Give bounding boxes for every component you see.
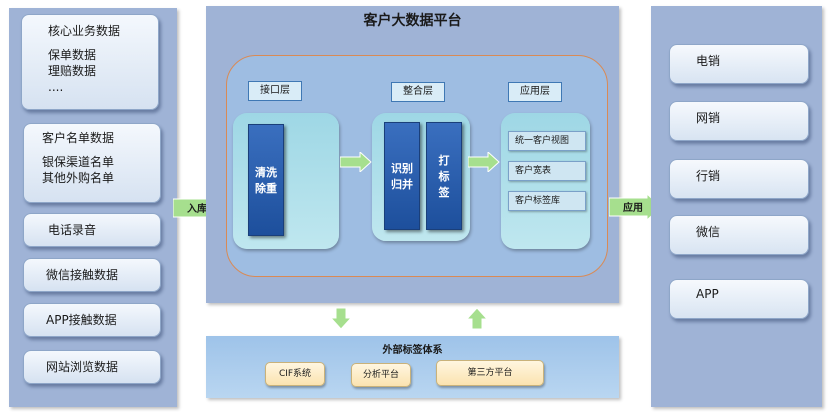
layer-interface-label: 接口层 (248, 81, 302, 101)
channel-online: 网销 (669, 101, 809, 141)
source-policy: 保单数据 (48, 48, 97, 62)
channel-field-label: 行销 (696, 169, 721, 183)
source-wechat-label: 微信接触数据 (46, 268, 119, 282)
channel-app-label: APP (696, 287, 719, 301)
source-phone-label: 电话录音 (48, 223, 97, 237)
ingest-arrow-label: 入库 (187, 202, 207, 215)
third-party-platform-button: 第三方平台 (436, 360, 544, 386)
source-app: APP接触数据 (23, 303, 161, 337)
customer-wide-table: 客户宽表 (508, 161, 586, 181)
source-customer-list: 客户名单数据 银保渠道名单 其他外购名单 (23, 123, 161, 203)
source-core-business: 核心业务数据 保单数据 理赔数据 .... (21, 14, 159, 110)
channel-wechat-label: 微信 (696, 225, 721, 239)
channel-wechat: 微信 (669, 215, 809, 255)
source-purchased: 其他外购名单 (42, 171, 115, 185)
source-claims: 理赔数据 (48, 64, 97, 78)
cif-system-button: CIF系统 (265, 362, 325, 386)
source-bancassurance: 银保渠道名单 (42, 155, 115, 169)
customer-tag-library: 客户标签库 (508, 191, 586, 211)
tagging-box: 打标签 (426, 122, 462, 230)
source-core-title: 核心业务数据 (48, 24, 121, 38)
integration-to-application-arrow (468, 152, 500, 172)
identify-merge-box: 识别归并 (384, 122, 420, 230)
layer-application-label: 应用层 (508, 82, 562, 102)
source-phone-recording: 电话录音 (23, 213, 161, 247)
source-website: 网站浏览数据 (23, 350, 161, 384)
down-arrow (330, 308, 352, 330)
apply-arrow: 应用 (609, 194, 662, 220)
analysis-platform-button: 分析平台 (351, 363, 411, 387)
platform-title: 客户大数据平台 (363, 13, 462, 29)
layer-integration-label: 整合层 (391, 82, 445, 102)
up-arrow (466, 308, 488, 330)
unified-customer-view: 统一客户视图 (508, 131, 586, 151)
channel-telesales: 电销 (669, 44, 809, 84)
source-app-label: APP接触数据 (46, 313, 117, 327)
source-website-label: 网站浏览数据 (46, 360, 119, 374)
interface-to-integration-arrow (340, 152, 372, 172)
apply-arrow-label: 应用 (623, 201, 643, 214)
external-tag-title: 外部标签体系 (382, 345, 443, 356)
channel-telesales-label: 电销 (696, 54, 721, 68)
channel-app: APP (669, 279, 809, 319)
channel-online-label: 网销 (696, 111, 721, 125)
source-ellipsis: .... (48, 80, 64, 94)
source-list-title: 客户名单数据 (42, 131, 115, 145)
cleanse-dedup-box: 清洗除重 (248, 124, 284, 236)
channel-field-sales: 行销 (669, 159, 809, 199)
source-wechat: 微信接触数据 (23, 258, 161, 292)
